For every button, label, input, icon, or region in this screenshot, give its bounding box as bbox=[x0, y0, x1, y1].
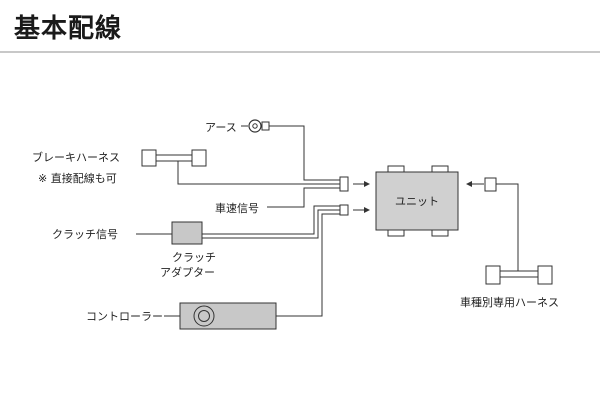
controller-dial-icon bbox=[193, 305, 215, 327]
vehicle-harness-label: 車種別専用ハーネス bbox=[460, 295, 559, 309]
vehicle-connector-left bbox=[485, 265, 501, 285]
brake-harness: ブレーキハーネス ※ 直接配線も可 bbox=[32, 149, 340, 185]
earth-label: アース bbox=[205, 121, 237, 134]
earth-wire bbox=[269, 125, 340, 181]
vehicle-connector-top bbox=[484, 177, 497, 192]
title-divider bbox=[0, 51, 600, 53]
sub-harness-arrowhead bbox=[364, 207, 370, 213]
clutch-adapter-label-2: アダプター bbox=[160, 265, 215, 279]
controller-dial-inner bbox=[198, 310, 210, 322]
speed-signal-label: 車速信号 bbox=[215, 201, 259, 215]
earth-ring-hole bbox=[252, 123, 258, 129]
clutch-signal-label: クラッチ信号 bbox=[52, 228, 118, 241]
controller: コントローラー bbox=[86, 213, 340, 330]
clutch-adapter-box bbox=[171, 221, 203, 245]
main-harness-arrowhead bbox=[364, 181, 370, 187]
brake-connector-left bbox=[141, 149, 157, 167]
clutch-adapter-wire-1 bbox=[202, 205, 340, 235]
vehicle-harness-wire bbox=[496, 183, 519, 271]
brake-harness-label: ブレーキハーネス bbox=[32, 150, 120, 164]
direct-wiring-note: ※ 直接配線も可 bbox=[38, 171, 117, 185]
speed-signal-wire bbox=[267, 187, 340, 208]
earth-terminal: アース bbox=[205, 119, 340, 181]
controller-body bbox=[179, 302, 277, 330]
unit-box bbox=[375, 171, 459, 231]
sub-harness-connector bbox=[339, 204, 349, 216]
unit-label: ユニット bbox=[395, 195, 439, 208]
earth-ring-icon bbox=[248, 119, 262, 133]
vehicle-harness-arrowhead bbox=[466, 181, 472, 187]
clutch-adapter-wire-2 bbox=[202, 209, 340, 239]
page-title: 基本配線 bbox=[14, 14, 123, 44]
clutch-adapter-label-1: クラッチ bbox=[172, 251, 216, 264]
unit: ユニット bbox=[375, 165, 459, 237]
controller-label: コントローラー bbox=[86, 310, 163, 323]
earth-connector bbox=[261, 121, 270, 131]
clutch-adapter: クラッチ信号 クラッチ アダプター bbox=[52, 205, 340, 279]
speed-signal: 車速信号 bbox=[215, 187, 340, 215]
brake-connector-right bbox=[191, 149, 207, 167]
vehicle-connector-right bbox=[537, 265, 553, 285]
brake-wire bbox=[177, 161, 340, 185]
controller-wire bbox=[276, 213, 340, 317]
vehicle-harness: 車種別専用ハーネス bbox=[460, 177, 559, 309]
main-harness-connector bbox=[339, 176, 349, 192]
